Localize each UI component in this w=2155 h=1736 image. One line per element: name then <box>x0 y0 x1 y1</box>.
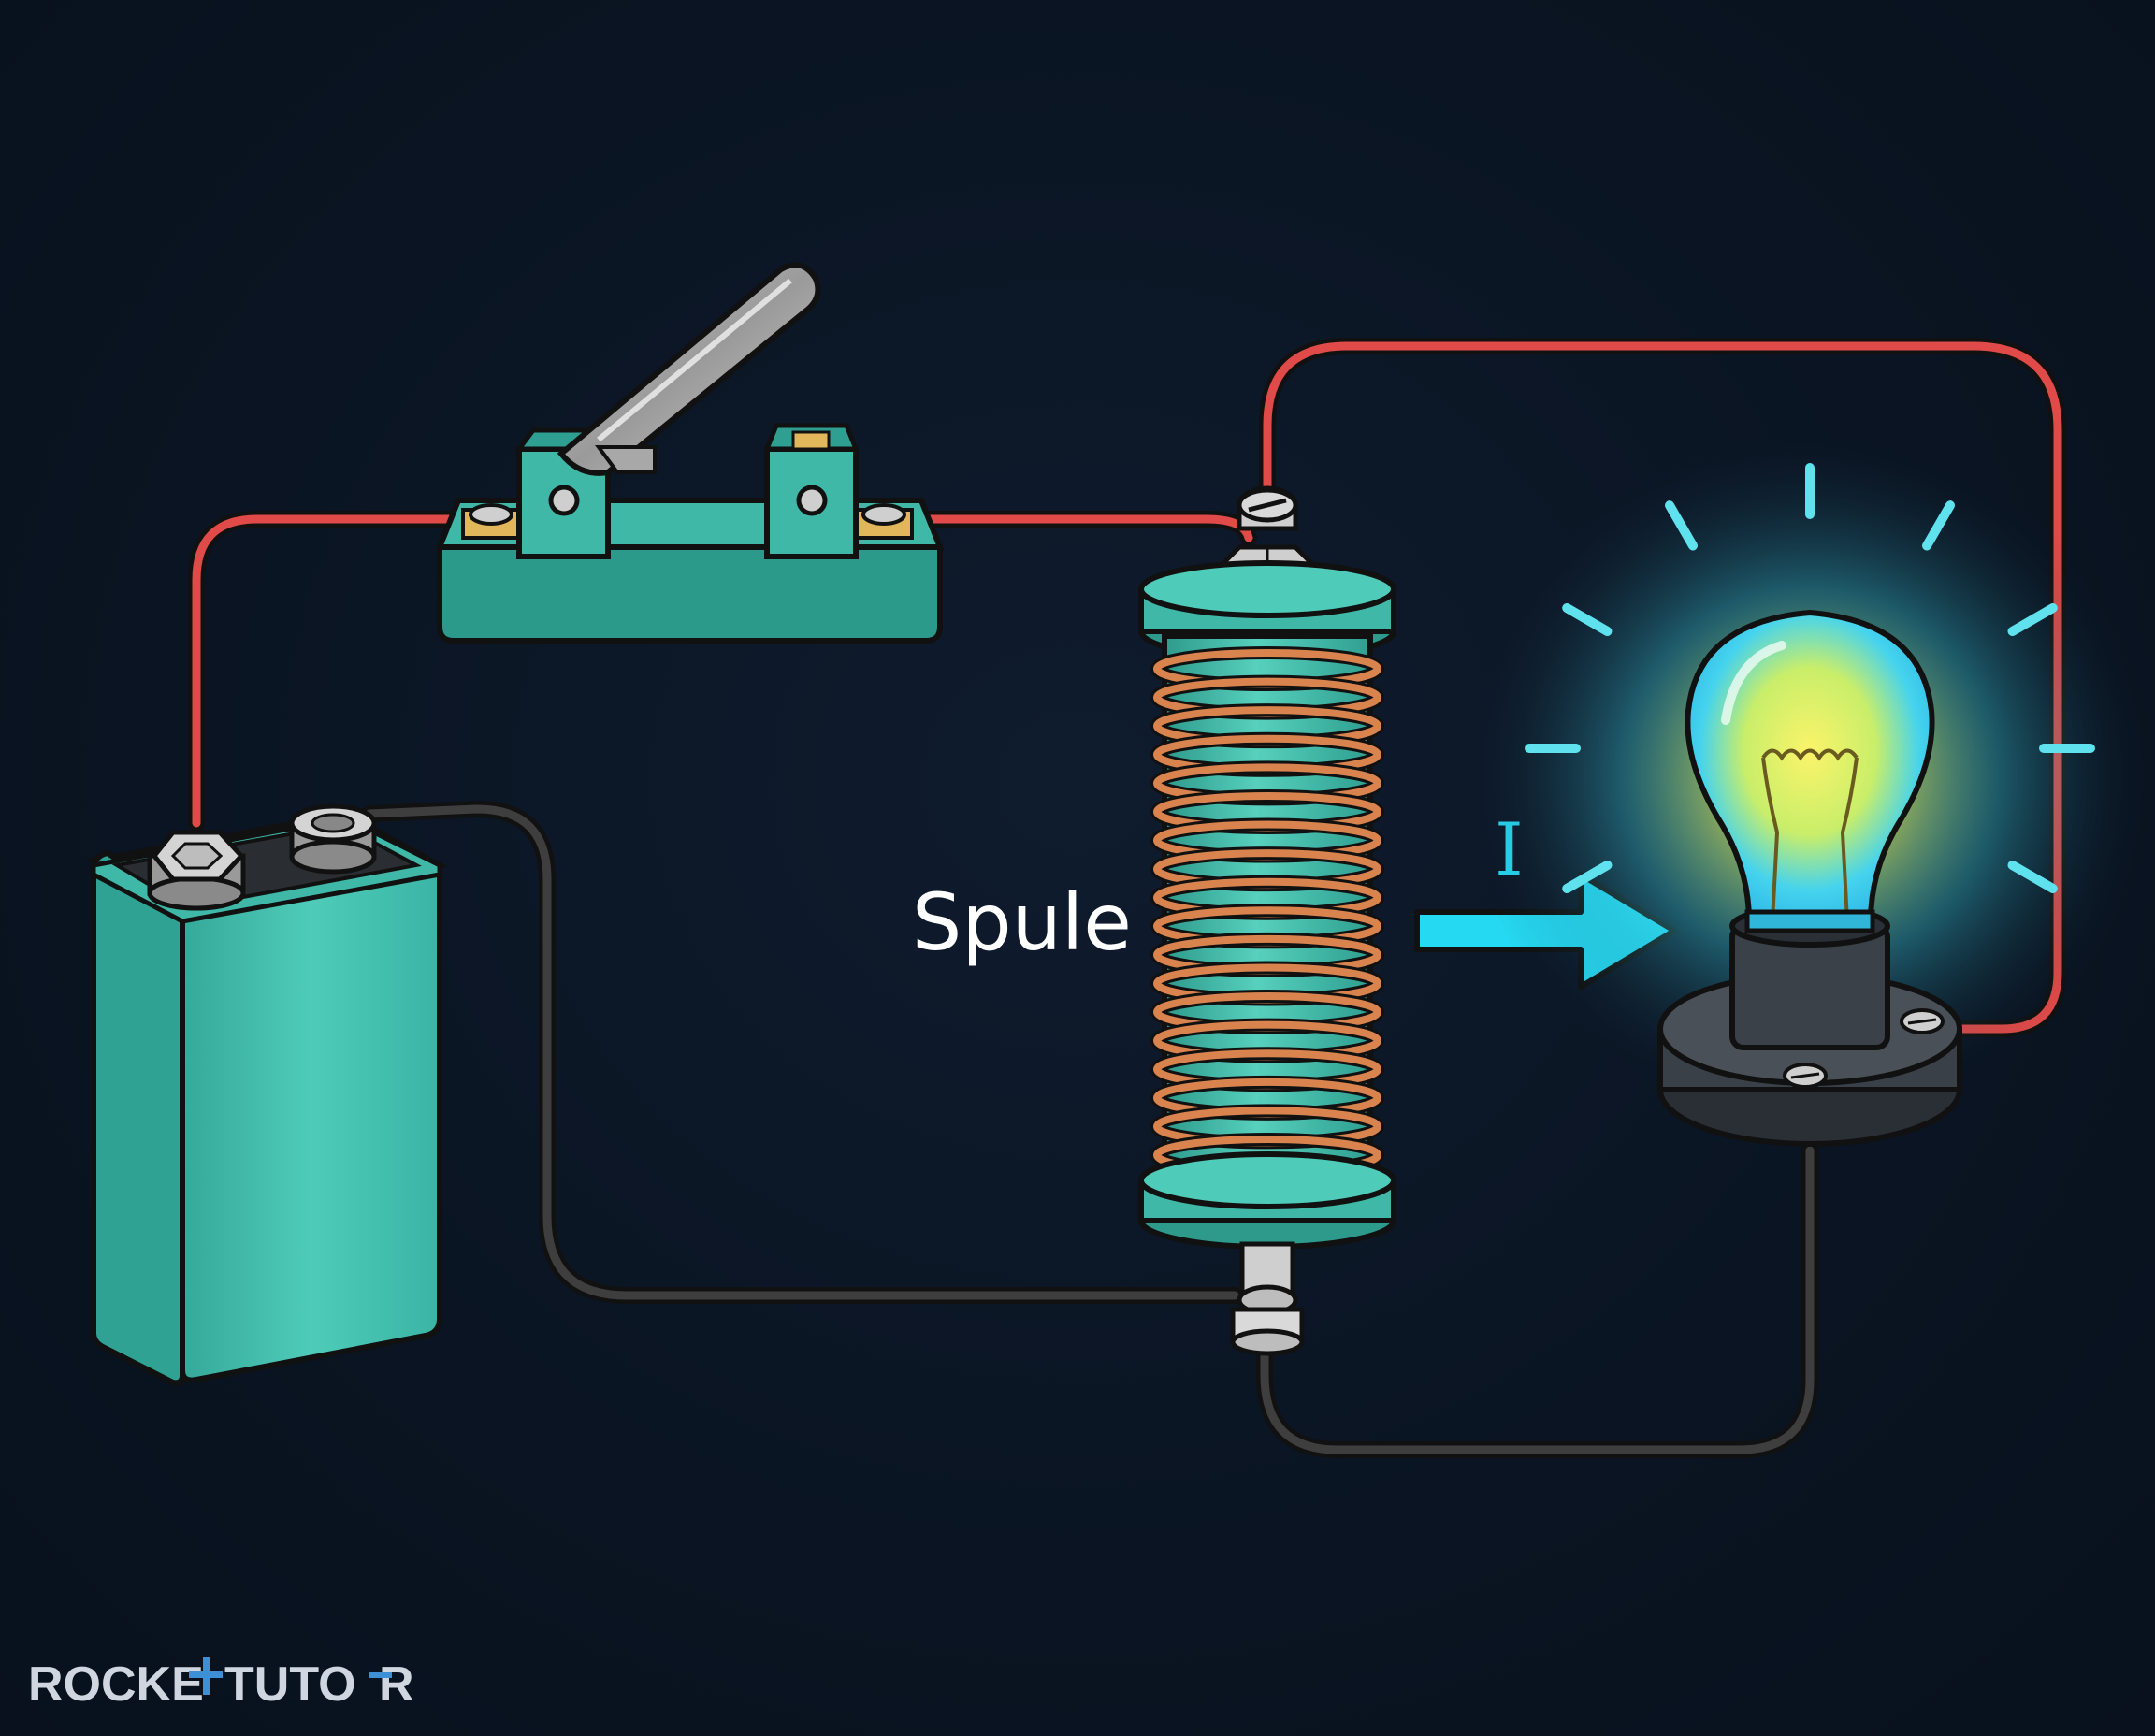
logo-plus-icon <box>189 1657 223 1695</box>
battery-icon <box>85 803 448 1386</box>
bulb-glass <box>1685 609 1935 924</box>
wire-battery-to-switch <box>188 511 481 832</box>
bulb-ray <box>1562 861 1613 893</box>
logo-accent <box>369 1672 392 1678</box>
coil-terminal-top <box>1222 485 1313 590</box>
logo-text-right: TUTO <box>224 1657 356 1712</box>
bulb-ray <box>1562 603 1613 636</box>
light-bulb-icon <box>1464 430 2155 1147</box>
coil-icon <box>1138 485 1396 1356</box>
rocket-tutor-logo: ROCKE TUTO R <box>28 1657 414 1712</box>
wires <box>188 338 2066 1458</box>
battery-terminal-negative <box>289 803 377 875</box>
coil-windings <box>1150 646 1384 1178</box>
bulb-rays <box>1525 463 2095 893</box>
bulb-ray <box>2007 861 2058 893</box>
bulb-ray <box>2007 603 2058 636</box>
logo-text-left: ROCKE <box>28 1657 204 1712</box>
knife-switch-icon <box>435 262 945 644</box>
logo-text-tail: R <box>379 1657 414 1712</box>
coil-label: Spule <box>912 876 1132 968</box>
battery-terminal-positive <box>147 830 246 911</box>
bulb-ray <box>1922 500 1955 551</box>
switch-lever <box>557 262 821 476</box>
bulb-ray <box>1665 500 1698 551</box>
coil-terminal-bottom <box>1230 1241 1305 1356</box>
